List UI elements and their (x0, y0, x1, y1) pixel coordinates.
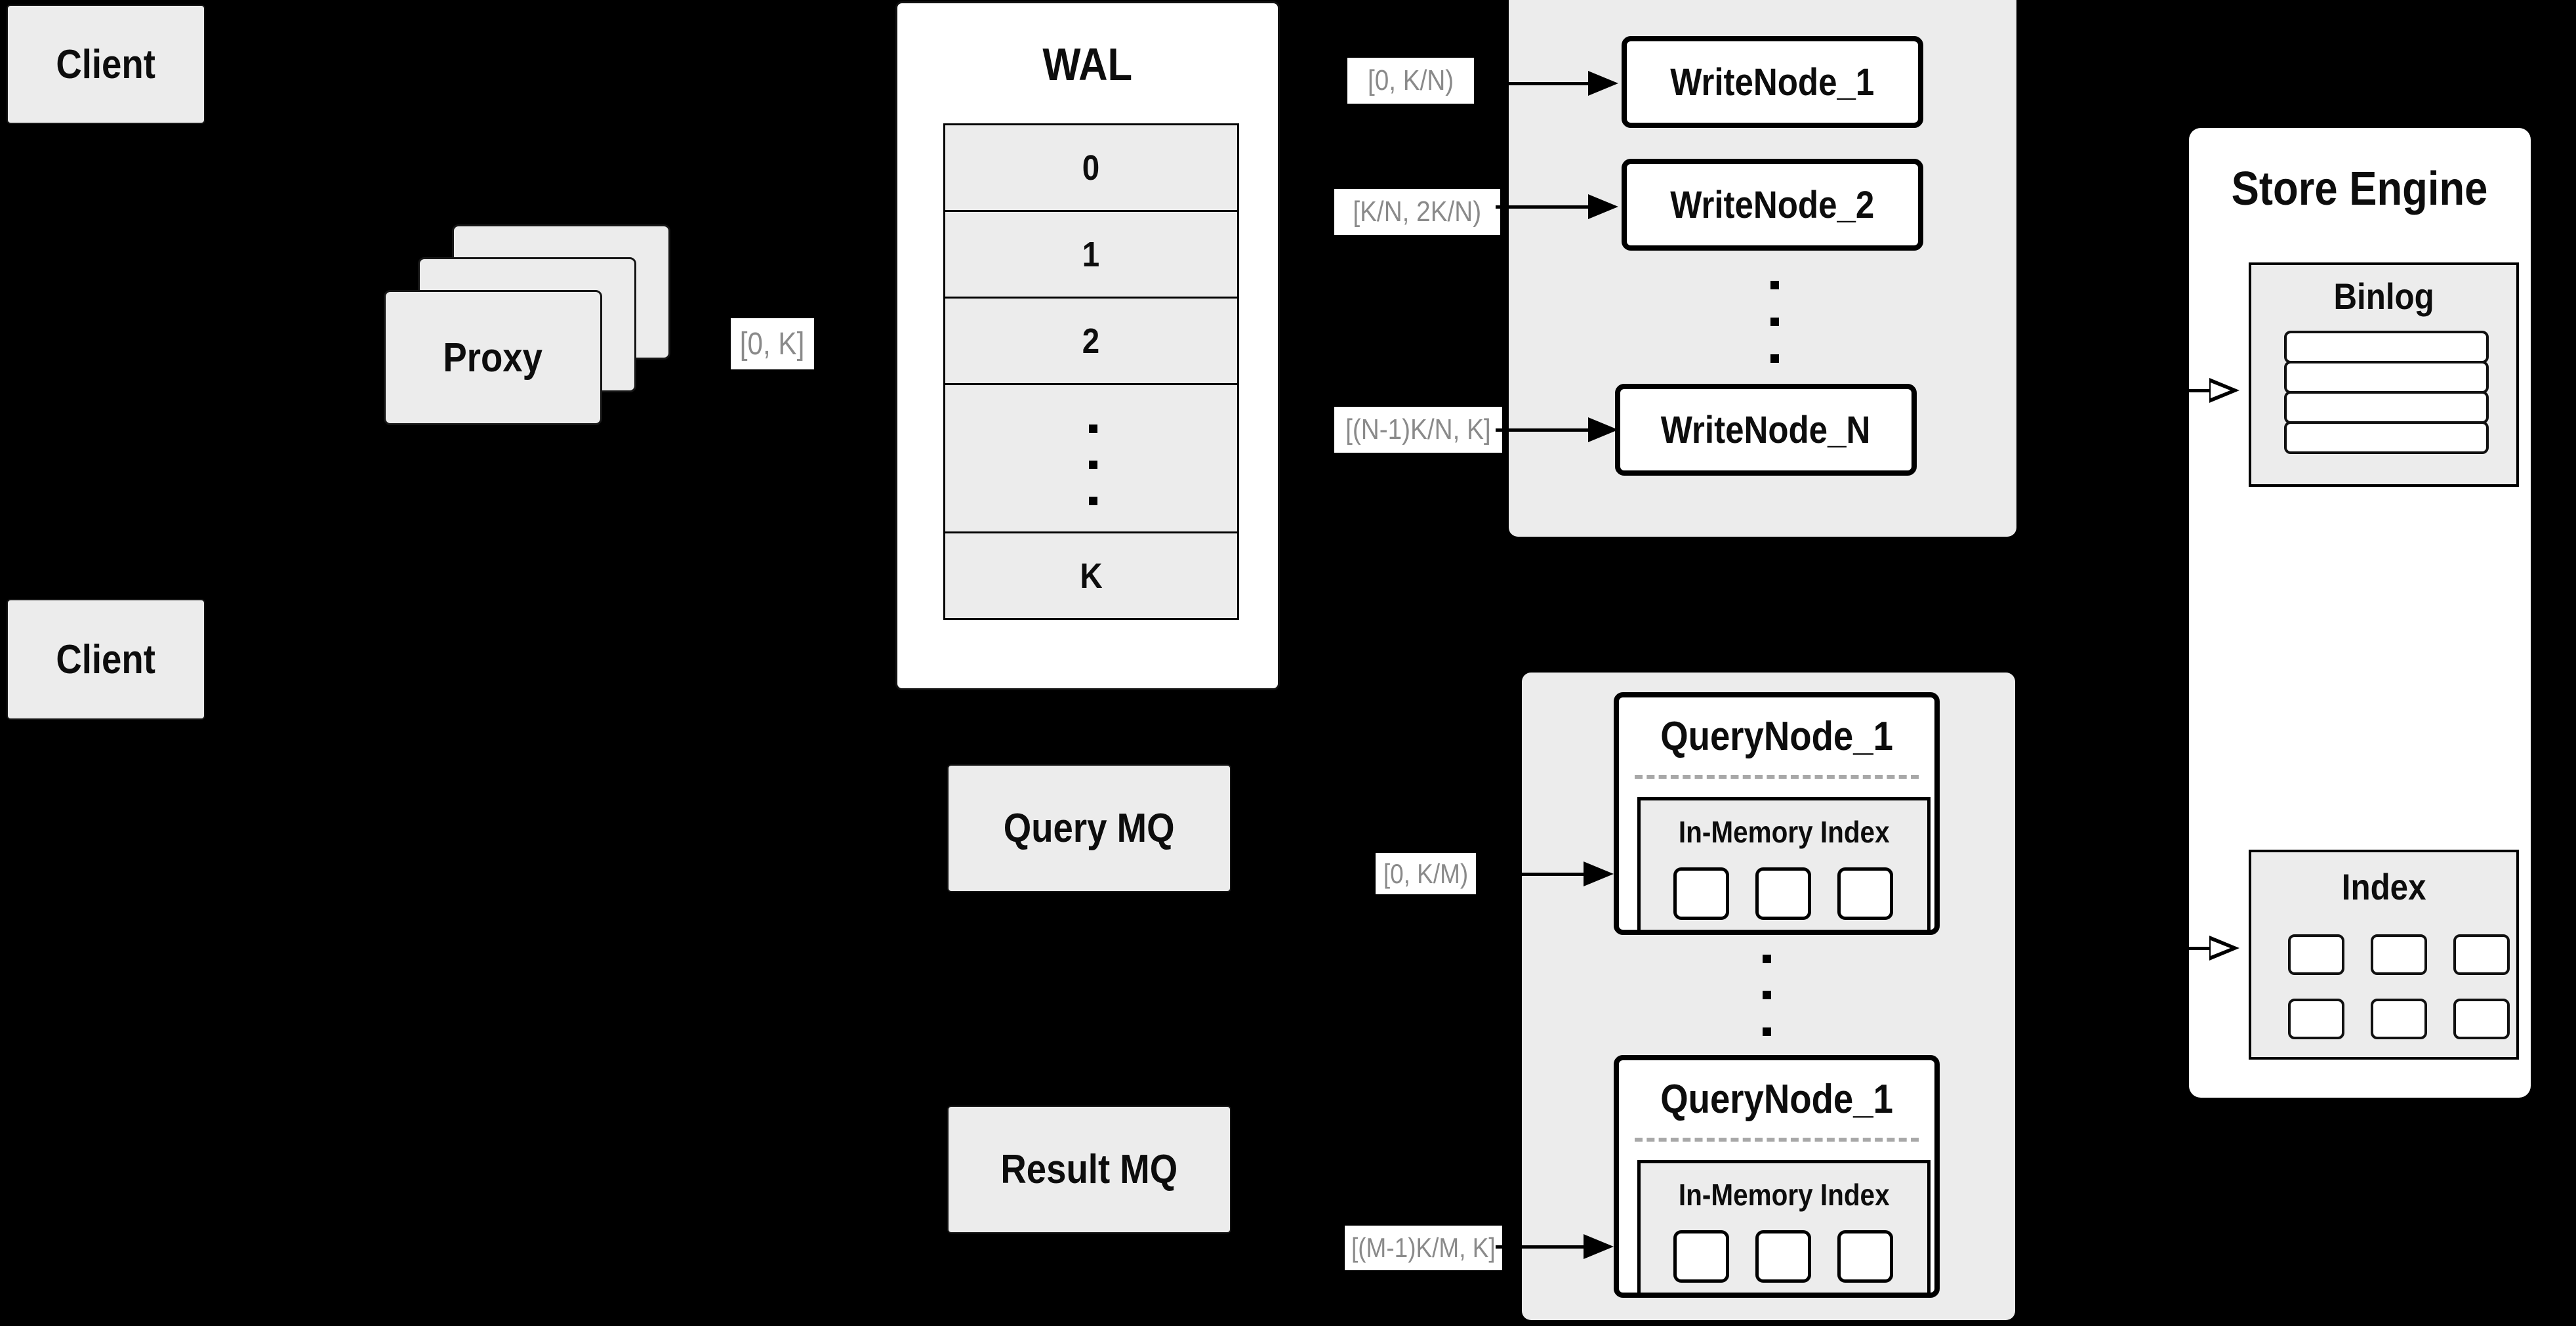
index-slot (1673, 1230, 1729, 1283)
ellipsis-dot (1089, 497, 1097, 505)
index-slot (1673, 867, 1729, 920)
open-arrowhead-binlog-icon (2209, 378, 2239, 403)
wal-segment-row: 2 (943, 297, 1239, 385)
ellipsis-dot (1763, 991, 1771, 999)
index-cell (2288, 999, 2344, 1039)
binlog-row (2284, 421, 2489, 454)
querynode-bottom-title: QueryNode_1 (1660, 1076, 1893, 1122)
binlog-row (2284, 391, 2489, 424)
store-engine-title: Store Engine (2232, 162, 2488, 215)
ellipsis-dot (1763, 1027, 1771, 1036)
querynode-top: QueryNode_1 In-Memory Index (1614, 692, 1940, 935)
ellipsis-dot (1089, 461, 1097, 469)
divider-dashed (1635, 1138, 1919, 1142)
arrow-to-binlog (2152, 389, 2214, 392)
ellipsis-dot (1770, 281, 1779, 289)
binlog-rows (2284, 331, 2489, 454)
client-top-label: Client (56, 41, 156, 87)
arrow-to-querynode-bottom (1496, 1245, 1584, 1249)
index-panel: Index (2249, 850, 2519, 1060)
arrow-to-writenode-1 (1496, 82, 1588, 85)
arrow-to-index (2152, 947, 2214, 950)
index-slot (1837, 1230, 1893, 1283)
wal-panel: WAL 0 1 2 K (895, 1, 1280, 690)
ellipsis-dot (1770, 354, 1779, 363)
ellipsis-dot (1770, 318, 1779, 326)
index-slot (1755, 867, 1811, 920)
in-memory-index-bottom-title: In-Memory Index (1678, 1178, 1890, 1212)
wal-segment-row: 0 (943, 123, 1239, 212)
arrow-to-querynode-top (1496, 873, 1584, 876)
writenode-2: WriteNode_2 (1622, 159, 1923, 251)
result-mq-node: Result MQ (947, 1106, 1231, 1233)
binlog-row (2284, 331, 2489, 363)
querynode-bottom: QueryNode_1 In-Memory Index (1614, 1055, 1940, 1298)
binlog-panel: Binlog (2249, 262, 2519, 487)
index-cell (2288, 934, 2344, 975)
index-slot (1837, 867, 1893, 920)
in-memory-index-top-title: In-Memory Index (1678, 815, 1890, 849)
arrowhead-writenode-n-icon (1588, 417, 1618, 442)
ellipsis-dot (1763, 955, 1771, 963)
wal-segment-row: K (943, 531, 1239, 620)
range-label-query-2: [(M-1)K/M, K] (1345, 1226, 1502, 1270)
wal-title: WAL (1042, 38, 1133, 90)
writenode-n: WriteNode_N (1615, 384, 1917, 476)
wal-segment-row: 1 (943, 210, 1239, 299)
index-cell (2453, 999, 2510, 1039)
index-cell (2453, 934, 2510, 975)
binlog-row (2284, 361, 2489, 394)
range-label-proxy-wal: [0, K] (731, 318, 814, 369)
arrow-to-writenode-2 (1496, 205, 1588, 209)
in-memory-index-top: In-Memory Index (1637, 797, 1931, 933)
range-label-write-1: [0, K/N) (1347, 58, 1474, 104)
wal-segment-table: 0 1 2 K (943, 123, 1239, 620)
arrowhead-querynode-bottom-icon (1584, 1234, 1614, 1259)
range-label-query-1: [0, K/M) (1376, 853, 1476, 894)
querynode-top-title: QueryNode_1 (1660, 713, 1893, 759)
index-slot (1755, 1230, 1811, 1283)
range-label-write-n: [(N-1)K/N, K] (1334, 407, 1502, 453)
client-node-top: Client (7, 5, 205, 124)
open-arrowhead-index-icon (2209, 936, 2239, 961)
proxy-label: Proxy (443, 335, 543, 381)
writenode-1: WriteNode_1 (1622, 36, 1923, 128)
wal-ellipsis-row (943, 383, 1239, 533)
range-label-write-2: [K/N, 2K/N) (1334, 189, 1500, 235)
store-engine-panel: Store Engine Binlog Index (2189, 128, 2531, 1098)
client-bottom-label: Client (56, 636, 156, 682)
client-node-bottom: Client (7, 599, 205, 720)
in-memory-index-bottom: In-Memory Index (1637, 1160, 1931, 1296)
index-cell (2371, 999, 2427, 1039)
arrowhead-writenode-1-icon (1588, 71, 1618, 96)
arrowhead-writenode-2-icon (1588, 194, 1618, 219)
index-title: Index (2341, 866, 2426, 907)
binlog-title: Binlog (2333, 276, 2434, 317)
proxy-node: Proxy (384, 290, 602, 425)
query-mq-node: Query MQ (947, 764, 1231, 892)
ellipsis-dot (1089, 425, 1097, 433)
arrow-to-writenode-n (1496, 428, 1588, 432)
divider-dashed (1635, 775, 1919, 779)
index-cell (2371, 934, 2427, 975)
arrowhead-querynode-top-icon (1584, 861, 1614, 886)
